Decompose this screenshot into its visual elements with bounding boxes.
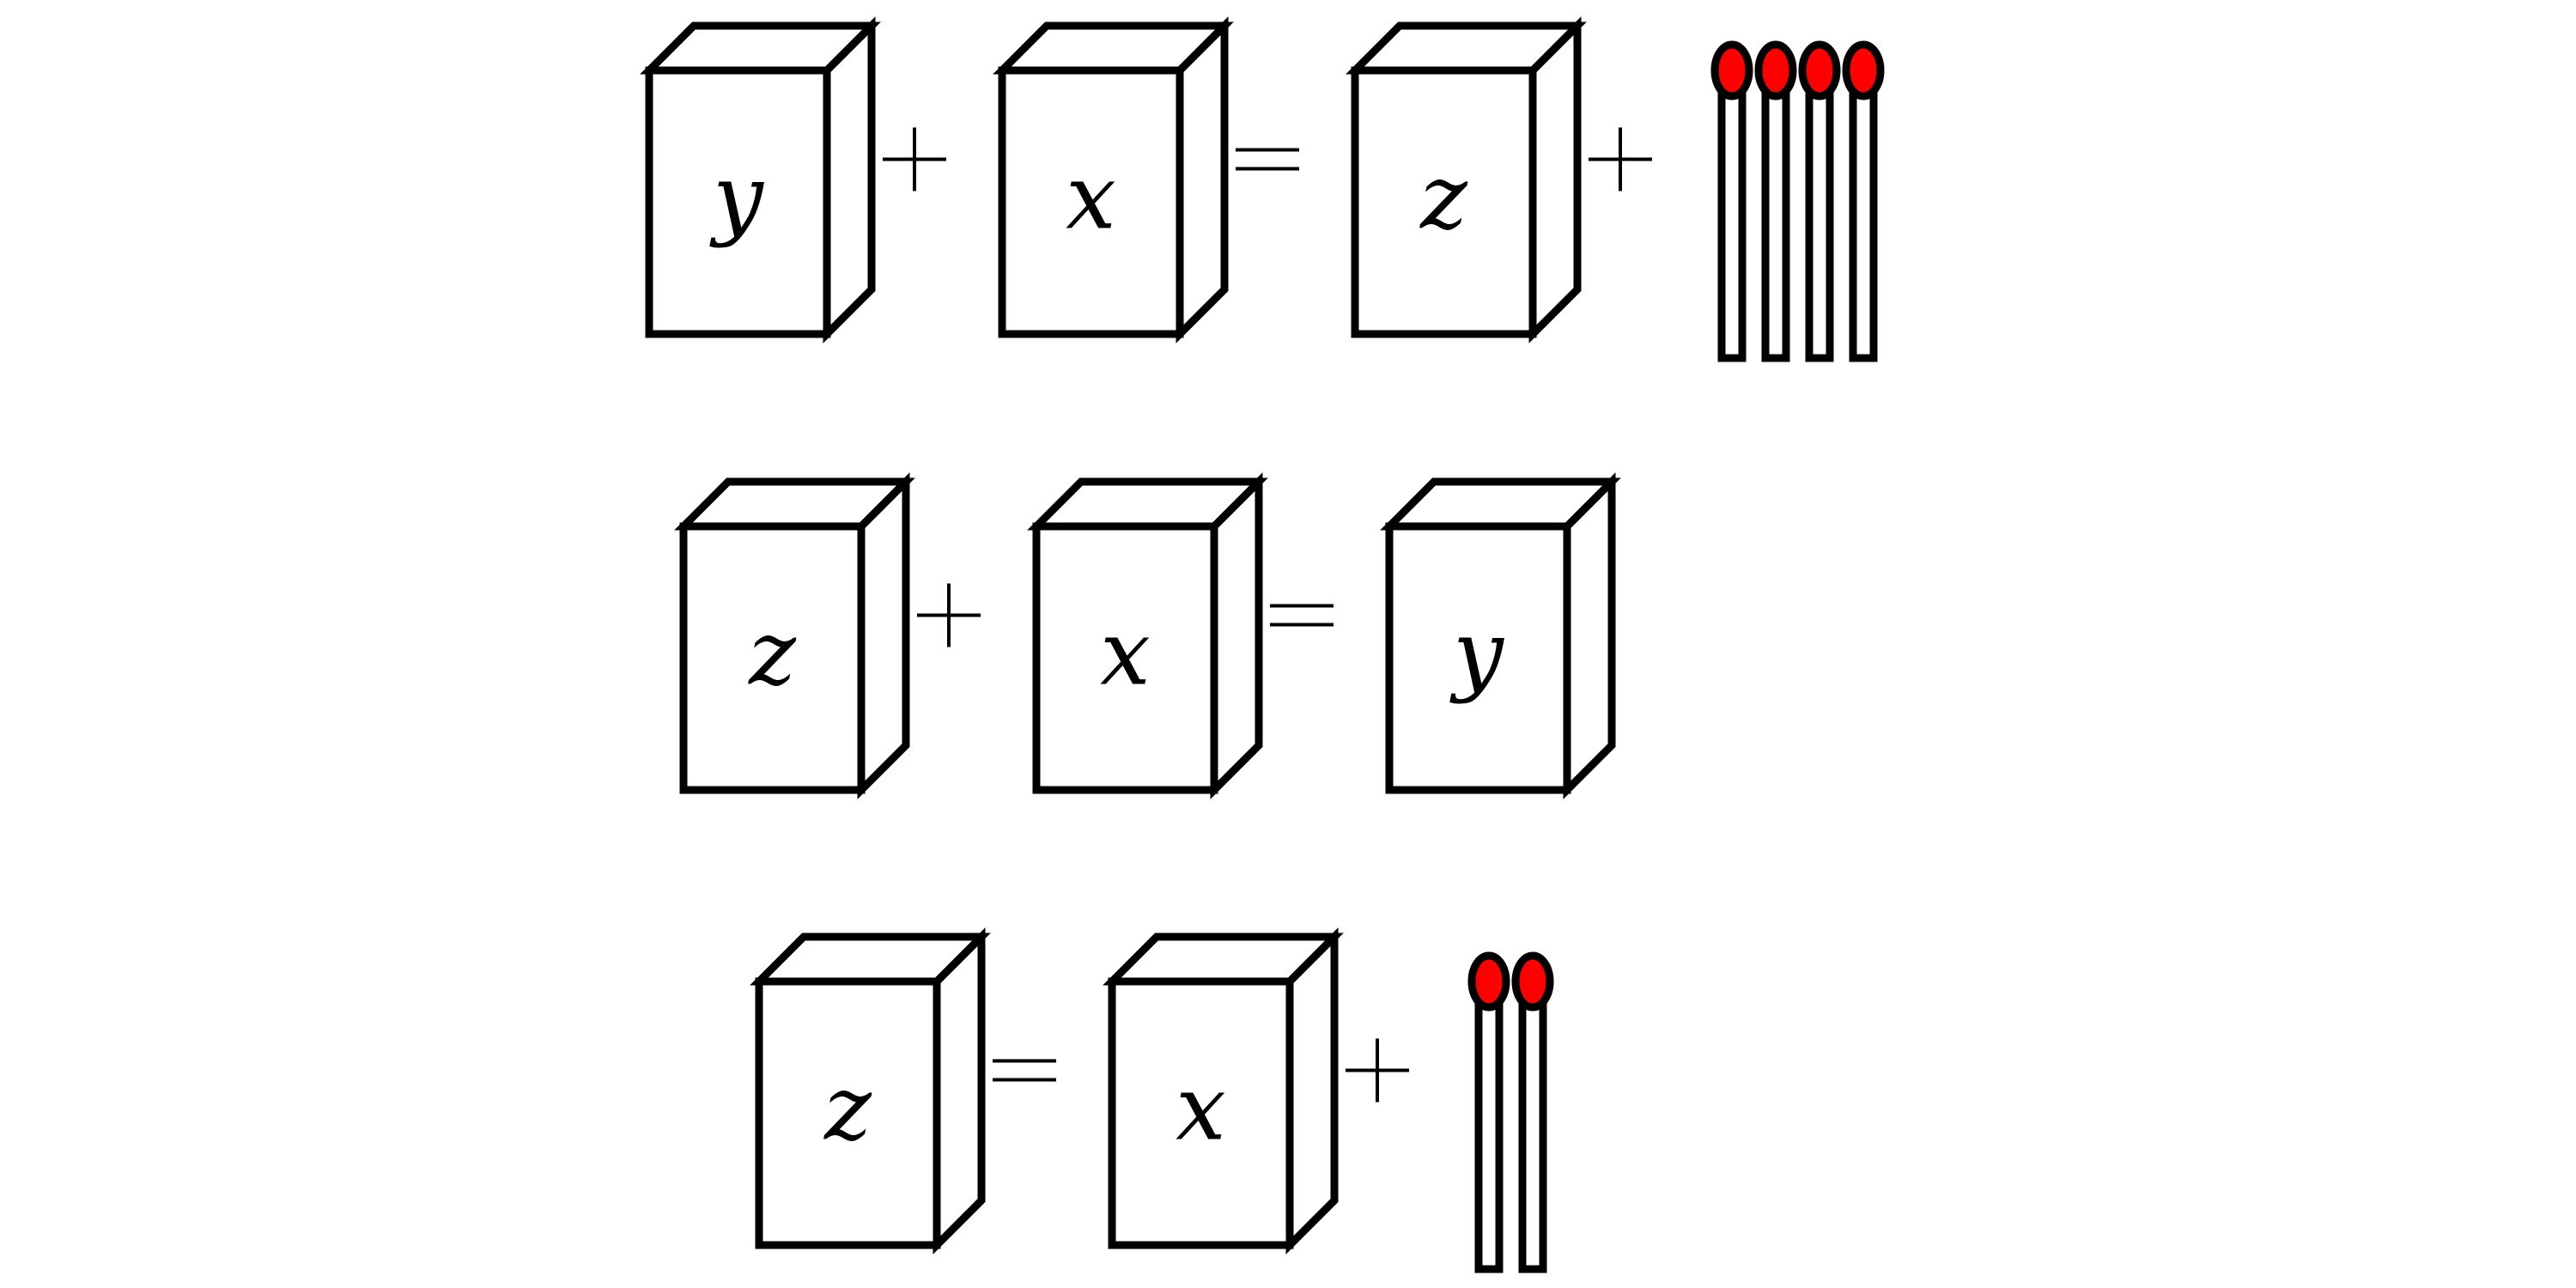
match-head (1511, 951, 1554, 1012)
variable-label: x (1176, 1056, 1226, 1161)
variable-label: y (709, 145, 764, 250)
match-stick-icon (1754, 40, 1797, 362)
matchbox-icon: z (674, 472, 915, 799)
matchbox-icon: z (1346, 16, 1587, 343)
equals-sign (993, 1059, 1056, 1082)
matchbox-icon: y (1380, 472, 1621, 799)
match-stick (1474, 996, 1504, 1273)
match-head (1710, 40, 1753, 100)
matchbox-side-face (1210, 472, 1263, 799)
variable-label: y (1449, 601, 1504, 706)
matchbox-side-face (823, 16, 876, 343)
match-head (1798, 40, 1841, 100)
plus-sign (1346, 1038, 1409, 1103)
matchbox-icon: z (750, 927, 991, 1255)
plus-sign (883, 127, 946, 191)
match-head (1467, 951, 1510, 1012)
matchbox-side-face (1563, 472, 1616, 799)
variable-label: x (1100, 601, 1151, 706)
match-stick (1717, 85, 1747, 362)
matchbox-side-face (933, 927, 986, 1255)
matchbox-icon: x (1103, 927, 1344, 1255)
match-stick (1805, 85, 1834, 362)
equals-sign (1270, 604, 1334, 627)
matchbox-icon: x (1027, 472, 1268, 799)
match-head (1842, 40, 1885, 100)
matches-group (1710, 40, 1885, 362)
matches-group (1467, 951, 1554, 1273)
matchbox-side-face (1176, 16, 1229, 343)
variable-label: z (1419, 145, 1468, 250)
match-stick (1518, 996, 1547, 1273)
plus-sign (1589, 127, 1652, 191)
variable-label: x (1066, 145, 1116, 250)
matchbox-side-face (1285, 927, 1339, 1255)
matchbox-side-face (1528, 16, 1582, 343)
match-head (1754, 40, 1797, 100)
variable-label: z (823, 1056, 872, 1161)
match-stick-icon (1710, 40, 1753, 362)
equals-sign (1236, 148, 1299, 171)
matchbox-side-face (857, 472, 910, 799)
match-stick (1761, 85, 1790, 362)
match-stick (1849, 85, 1878, 362)
match-stick-icon (1842, 40, 1885, 362)
plus-sign (917, 583, 981, 647)
variable-label: z (747, 601, 797, 706)
matchbox-icon: x (993, 16, 1234, 343)
match-stick-icon (1511, 951, 1554, 1273)
matchbox-icon: y (640, 16, 881, 343)
match-stick-icon (1798, 40, 1841, 362)
match-stick-icon (1467, 951, 1510, 1273)
